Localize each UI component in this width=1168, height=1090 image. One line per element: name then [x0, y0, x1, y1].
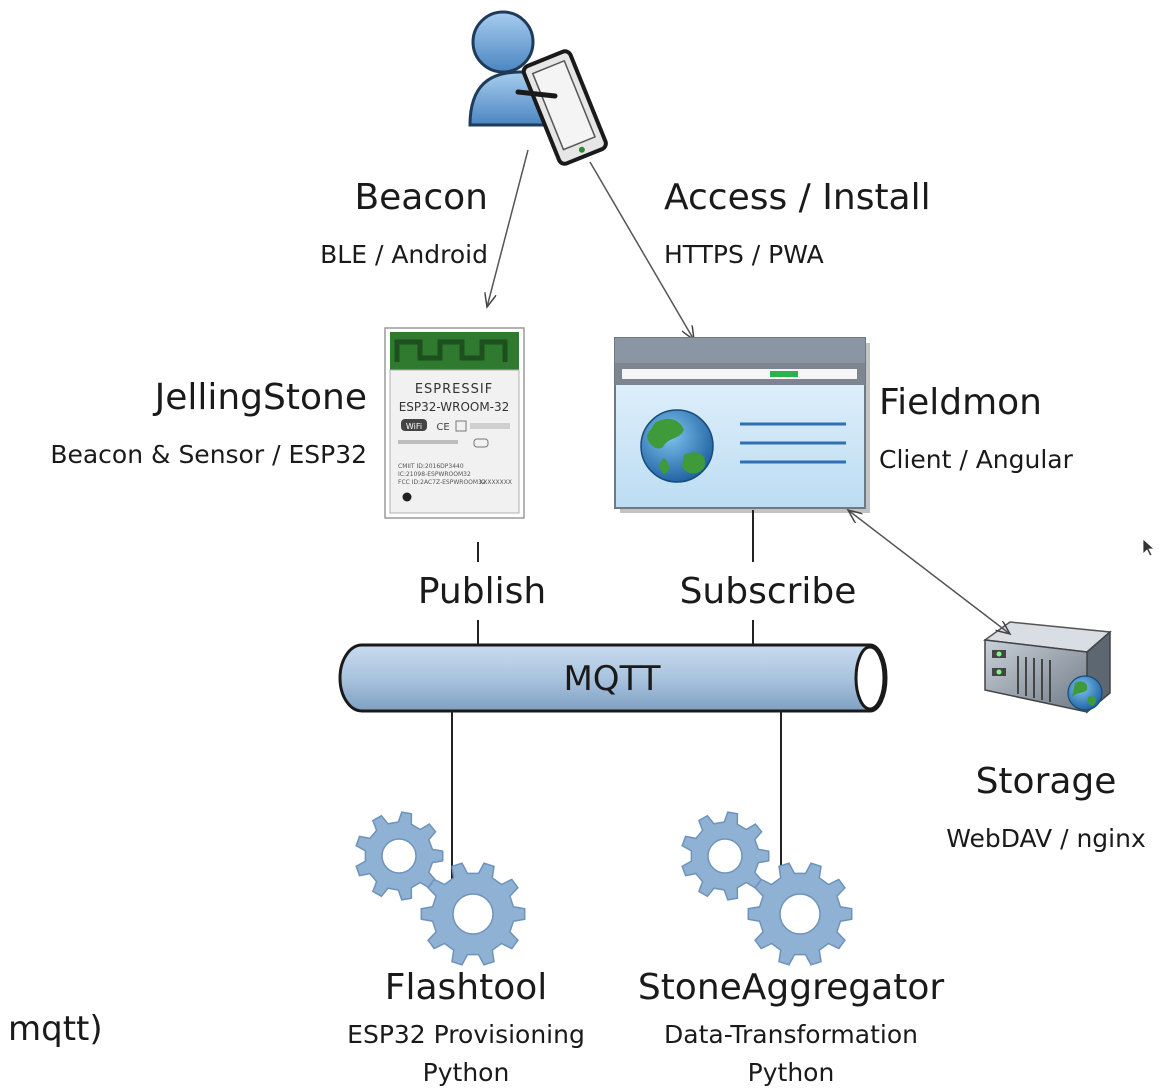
browser-window-icon [614, 337, 870, 513]
chip-line-1: CMIIT ID:2016DP3440 [398, 463, 464, 470]
subscribe-label: Subscribe [679, 571, 857, 612]
jellingstone-title: JellingStone [154, 377, 367, 418]
mqtt-bus [338, 643, 888, 713]
chip-model: ESP32-WROOM-32 [399, 400, 510, 414]
chip-ce-mark: CE [436, 422, 449, 433]
beacon-subtitle: BLE / Android [320, 240, 488, 269]
stray-overlay-text: mqtt) [8, 1009, 103, 1049]
mqtt-bus-label: MQTT [563, 659, 661, 699]
jellingstone-subtitle: Beacon & Sensor / ESP32 [50, 440, 367, 469]
user-tablet-icon [468, 10, 608, 166]
flashtool-gear-large-icon [420, 862, 526, 966]
chip-wifi-label: WiFi [406, 422, 422, 431]
esp32-chip-icon: ESPRESSIF ESP32-WROOM-32 WiFi CE CMIIT I… [384, 327, 525, 519]
access-title: Access / Install [664, 177, 931, 218]
storage-title: Storage [975, 761, 1117, 802]
storage-link-arrow [848, 510, 1010, 634]
chip-wifi-badge [401, 419, 427, 431]
chip-line-2: IC:21098-ESPWROOM32 [398, 471, 471, 478]
chip-brand: ESPRESSIF [415, 382, 493, 397]
stoneaggregator-title: StoneAggregator [637, 967, 945, 1008]
aggregator-gear-large-icon [747, 862, 853, 966]
flashtool-subtitle-2: Python [422, 1058, 510, 1087]
stoneaggregator-subtitle-2: Python [747, 1058, 835, 1087]
chip-code: XXXXXXXX [479, 479, 512, 486]
stoneaggregator-subtitle-1: Data-Transformation [664, 1020, 918, 1049]
storage-server-icon [982, 621, 1112, 714]
access-subtitle: HTTPS / PWA [664, 240, 824, 269]
beacon-arrow [487, 149, 529, 307]
flashtool-subtitle-1: ESP32 Provisioning [347, 1020, 585, 1049]
aggregator-gear-small-icon [681, 811, 770, 901]
chip-line-3: FCC ID:2AC7Z-ESPWROOM32 [398, 479, 486, 486]
mouse-pointer-icon [1142, 538, 1156, 557]
fieldmon-subtitle: Client / Angular [879, 445, 1073, 474]
beacon-title: Beacon [354, 177, 488, 218]
access-arrow [589, 161, 694, 340]
publish-label: Publish [417, 571, 547, 612]
storage-subtitle: WebDAV / nginx [946, 824, 1146, 853]
flashtool-title: Flashtool [384, 967, 548, 1008]
fieldmon-title: Fieldmon [879, 382, 1043, 423]
gears-layer [355, 811, 853, 966]
